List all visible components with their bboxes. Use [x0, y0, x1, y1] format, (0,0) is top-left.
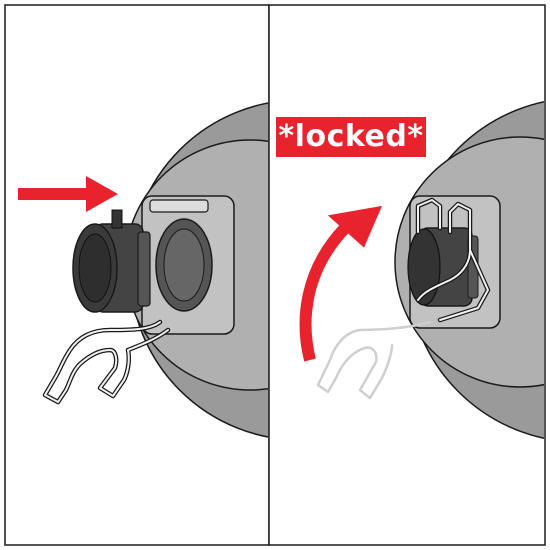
locked-badge: *locked*	[276, 117, 426, 157]
valve-cap	[72, 209, 151, 313]
curved-up-arrow	[299, 205, 383, 362]
straight-right-arrow	[18, 176, 118, 212]
panel-before	[4, 4, 270, 546]
ghost-wire	[316, 320, 432, 400]
hinge	[149, 199, 209, 213]
panel-after	[268, 4, 546, 546]
